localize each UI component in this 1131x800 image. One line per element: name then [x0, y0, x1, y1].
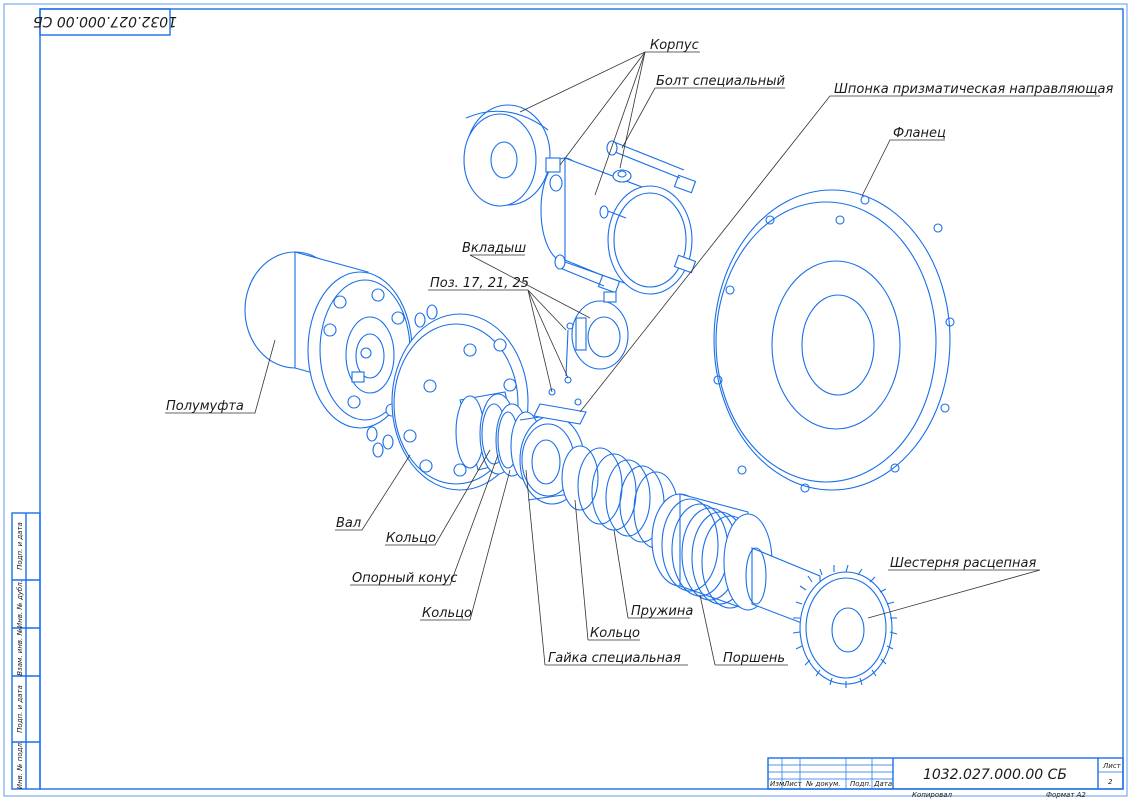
stamp-inv-dubl: Инв. № дубл. — [16, 580, 24, 628]
release-gear — [792, 564, 898, 688]
label-porshen: Поршень — [723, 651, 785, 666]
tb-format: Формат А2 — [1046, 791, 1086, 799]
label-poz: Поз. 17, 21, 25 — [430, 276, 529, 291]
title-block: Изм. Лист № докум. Подп. Дата 1032.027.0… — [767, 757, 1124, 799]
label-pruzhina: Пружина — [631, 604, 693, 619]
tb-col-izm: Изм. — [770, 780, 786, 788]
tb-copied: Копировал — [912, 791, 953, 799]
stamp-podp-data-1: Подп. и дата — [16, 685, 24, 733]
tb-sheet-label: Лист — [1102, 762, 1122, 770]
outer-trim — [3, 3, 1128, 797]
tb-col-data: Дата — [873, 780, 892, 788]
half-coupling — [244, 251, 413, 429]
part-labels: Корпус Болт специальный Шпонка призматич… — [166, 38, 1113, 666]
key-and-screws — [533, 322, 587, 425]
label-gaika: Гайка специальная — [548, 651, 681, 666]
stamp-podp-data-2: Подп. и дата — [16, 522, 24, 570]
label-kolco-3: Кольцо — [590, 626, 640, 641]
label-bolt: Болт специальный — [656, 74, 785, 89]
tb-sheet-number: 2 — [1108, 778, 1113, 786]
flange — [713, 189, 955, 493]
side-stamp: Инв. № подл. Подп. и дата Взам. инв. № И… — [11, 512, 41, 790]
label-kolco-1: Кольцо — [386, 531, 436, 546]
label-polumufta: Полумуфта — [166, 399, 244, 414]
label-korpus: Корпус — [650, 38, 699, 53]
stamp-vzam-inv: Взам. инв. № — [16, 628, 24, 676]
tb-col-dokum: № докум. — [805, 780, 841, 788]
tb-col-podp: Подп. — [850, 780, 871, 788]
corner-designation-box: 1032.027.000.00 СБ — [33, 8, 177, 36]
tb-designation: 1032.027.000.00 СБ — [923, 767, 1067, 783]
housing-cover-disc — [463, 104, 551, 207]
leader-lines — [165, 51, 1100, 666]
label-val: Вал — [336, 516, 361, 531]
drawing-frame — [39, 8, 1124, 790]
corner-designation: 1032.027.000.00 СБ — [33, 13, 177, 29]
label-shesternya: Шестерня расцепная — [890, 556, 1036, 571]
housing-drum — [540, 140, 697, 295]
label-shponka: Шпонка призматическая направляющая — [834, 82, 1113, 97]
spring — [561, 445, 679, 549]
label-kolco-2: Кольцо — [422, 606, 472, 621]
insert — [571, 291, 629, 370]
tb-col-list: Лист — [783, 780, 803, 788]
label-flanec: Фланец — [893, 126, 946, 141]
label-vkladysh: Вкладыш — [462, 241, 526, 256]
stamp-inv-podl: Инв. № подл. — [16, 741, 24, 789]
piston — [651, 493, 821, 631]
label-opornyi-konus: Опорный конус — [352, 571, 457, 586]
